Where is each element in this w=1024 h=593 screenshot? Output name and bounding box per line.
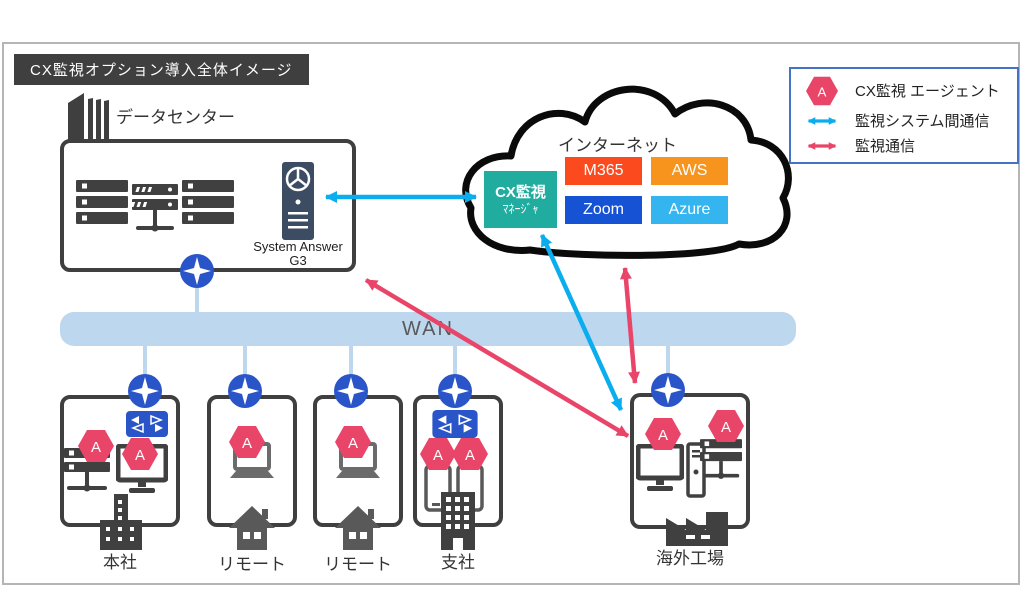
switch-icon (126, 411, 168, 437)
site-label-remote2: リモート (324, 555, 392, 574)
router-icon (651, 373, 685, 407)
cx-manager-line2: ﾏﾈｰｼﾞｬ (502, 201, 539, 216)
svg-text:A: A (135, 447, 145, 464)
factory-icon (666, 512, 728, 546)
internet-label: インターネット (558, 136, 677, 155)
server-rack-icon (182, 180, 234, 224)
system-answer-appliance-icon (282, 162, 314, 240)
svg-text:A: A (433, 447, 443, 464)
legend-item-monitor-comm: 監視通信 (799, 135, 1009, 156)
blue-double-arrow-icon (799, 113, 845, 129)
router-icon (438, 374, 472, 408)
agent-hexagon-icon: A (229, 426, 265, 458)
router-icon (334, 374, 368, 408)
connector-line (195, 288, 199, 314)
network-server-icon (132, 184, 178, 232)
service-box-azure: Azure (651, 196, 728, 224)
legend-label: 監視システム間通信 (855, 113, 990, 131)
headquarters-building-icon (100, 494, 142, 550)
agent-hexagon-icon: A (122, 438, 158, 470)
system-answer-line1: System Answer (253, 239, 343, 254)
legend-item-agent: A CX監視 エージェント (799, 75, 1009, 107)
system-answer-line2: G3 (289, 253, 307, 268)
legend-label: 監視通信 (855, 138, 916, 156)
router-icon (228, 374, 262, 408)
site-label-shisha: 支社 (441, 553, 475, 572)
datacenter-label: データセンター (116, 108, 235, 127)
site-label-remote1: リモート (218, 555, 286, 574)
agent-hexagon-icon: A (335, 426, 371, 458)
svg-text:A: A (348, 435, 358, 452)
router-icon (180, 254, 214, 288)
legend-label: CX監視 エージェント (855, 83, 1000, 101)
svg-text:A: A (91, 439, 101, 456)
agent-hexagon-icon: A (708, 410, 744, 442)
switch-icon (432, 410, 478, 438)
agent-hexagon-icon: A (452, 438, 488, 470)
svg-text:A: A (658, 427, 668, 444)
connector-line (243, 346, 247, 375)
connector-line (453, 346, 457, 375)
server-network-icon (700, 439, 742, 479)
wan-label: WAN (402, 317, 454, 340)
legend-item-system-comm: 監視システム間通信 (799, 110, 1009, 131)
site-label-honsha: 本社 (103, 553, 137, 572)
service-box-m365: M365 (565, 157, 642, 185)
svg-text:A: A (465, 447, 475, 464)
agent-hexagon-icon: A (645, 418, 681, 450)
wan-bar: WAN (60, 312, 796, 346)
agent-hexagon-icon: A (78, 430, 114, 462)
house-icon (335, 506, 381, 550)
legend: A CX監視 エージェント 監視システム間通信 監視通信 (789, 67, 1019, 164)
cx-manager-line1: CX監視 (495, 183, 546, 201)
svg-text:A: A (721, 419, 731, 436)
agent-hexagon-icon: A (420, 438, 456, 470)
diagram-title: CX監視オプション導入全体イメージ (14, 54, 309, 85)
server-rack-icon (76, 180, 128, 224)
svg-text:A: A (818, 84, 827, 99)
house-icon (229, 506, 275, 550)
connector-line (143, 346, 147, 375)
office-building-icon (441, 492, 475, 550)
router-icon (128, 374, 162, 408)
cx-manager-box: CX監視 ﾏﾈｰｼﾞｬ (484, 171, 557, 228)
connector-line (666, 346, 670, 374)
service-box-zoom: Zoom (565, 196, 642, 224)
site-label-overseas: 海外工場 (656, 549, 724, 568)
datacenter-building-icon (68, 93, 109, 142)
svg-text:A: A (242, 435, 252, 452)
agent-hexagon-icon: A (799, 75, 845, 107)
service-box-aws: AWS (651, 157, 728, 185)
pink-double-arrow-icon (799, 138, 845, 154)
system-answer-label: System Answer G3 (238, 240, 358, 268)
connector-line (349, 346, 353, 375)
